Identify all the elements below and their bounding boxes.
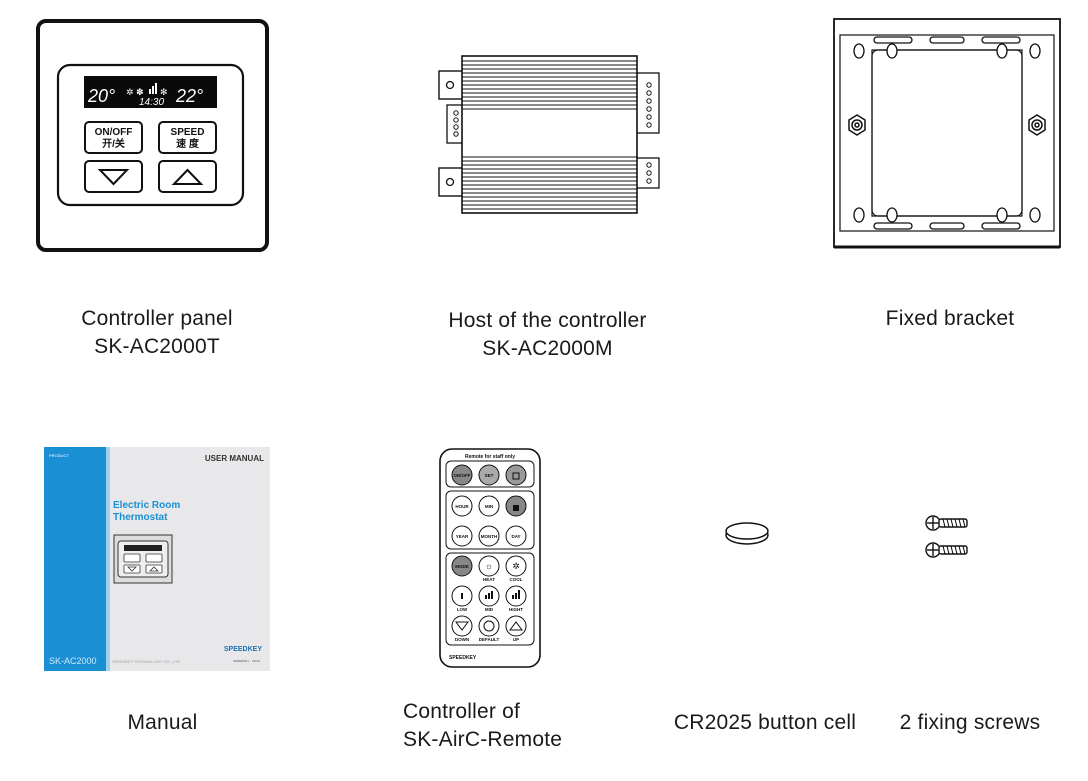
user-manual-image: PRODUCT USER MANUAL Electric Room Thermo… xyxy=(44,447,270,671)
svg-text:MID: MID xyxy=(485,607,494,612)
svg-text:速 度: 速 度 xyxy=(176,137,200,150)
manual-product-label: PRODUCT xyxy=(49,453,69,458)
svg-text:DOWN: DOWN xyxy=(455,637,469,642)
triangle-down-icon xyxy=(97,169,130,186)
svg-text:HIGHT: HIGHT xyxy=(509,607,523,612)
onoff-button[interactable] xyxy=(84,121,143,154)
down-button[interactable] xyxy=(84,160,143,193)
display-left: 20° xyxy=(87,86,115,106)
svg-text:HEAT: HEAT xyxy=(483,577,495,582)
display-time: 14:30 xyxy=(139,97,164,108)
svg-text:DEFAULT: DEFAULT xyxy=(479,637,500,642)
svg-text:✽: ✽ xyxy=(136,87,144,97)
caption-button-cell: CR2025 button cell xyxy=(673,711,857,734)
svg-text:开/关: 开/关 xyxy=(102,137,125,150)
manual-title: USER MANUAL xyxy=(204,454,264,463)
svg-text:MONTH: MONTH xyxy=(481,534,498,539)
manual-brand-logo: SPEEDKEY xyxy=(223,646,262,653)
manual-stripe xyxy=(106,447,110,671)
caption-manual: Manual xyxy=(127,711,198,734)
controller-host-image xyxy=(438,55,660,214)
svg-text:☼: ☼ xyxy=(485,561,493,571)
manual-company: SPEEDKEY TECHNOLOGY CO., LTD xyxy=(112,659,181,664)
svg-text:ON/OFF: ON/OFF xyxy=(95,127,133,138)
manual-heading: Electric Room Thermostat xyxy=(113,500,181,523)
triangle-up-icon xyxy=(171,168,204,185)
svg-text:SPEED: SPEED xyxy=(171,127,205,138)
manual-blue-band xyxy=(44,447,106,671)
svg-text:MODE: MODE xyxy=(455,564,469,569)
svg-text:COOL: COOL xyxy=(510,577,523,582)
manual-brand-sub: SPEEDKEY · TECH xyxy=(233,659,260,663)
fixing-screws-image xyxy=(925,515,968,558)
svg-text:DAY: DAY xyxy=(511,534,520,539)
svg-text:YEAR: YEAR xyxy=(456,534,469,539)
svg-text:HOUR: HOUR xyxy=(455,504,469,509)
speed-button[interactable] xyxy=(158,121,217,154)
svg-text:LOW: LOW xyxy=(457,607,468,612)
manual-model: SK-AC2000 xyxy=(49,656,97,666)
svg-text:SET: SET xyxy=(485,473,494,478)
display-right: 22° xyxy=(175,86,203,106)
svg-text:MIN: MIN xyxy=(485,504,493,509)
controller-panel-image: 20° ✲ ✽ ✻ 14:30 22° ON/OFF 开/关 SPEED 速 度 xyxy=(36,19,269,252)
up-button[interactable] xyxy=(158,160,217,193)
manual-panel-thumbnail xyxy=(113,534,173,584)
svg-text:Remote for staff only: Remote for staff only xyxy=(465,454,515,460)
svg-text:UP: UP xyxy=(513,637,519,642)
svg-text:SPEEDKEY: SPEEDKEY xyxy=(449,655,477,661)
svg-text:ON/OFF: ON/OFF xyxy=(454,473,471,478)
caption-fixing-screws: 2 fixing screws xyxy=(899,711,1041,734)
svg-text:✻: ✻ xyxy=(160,87,168,97)
fixed-bracket-image xyxy=(833,18,1061,249)
svg-text:✲: ✲ xyxy=(512,561,520,571)
caption-fixed-bracket: Fixed bracket xyxy=(885,307,1015,330)
button-cell-image xyxy=(725,522,769,545)
svg-text:✲: ✲ xyxy=(126,87,134,97)
